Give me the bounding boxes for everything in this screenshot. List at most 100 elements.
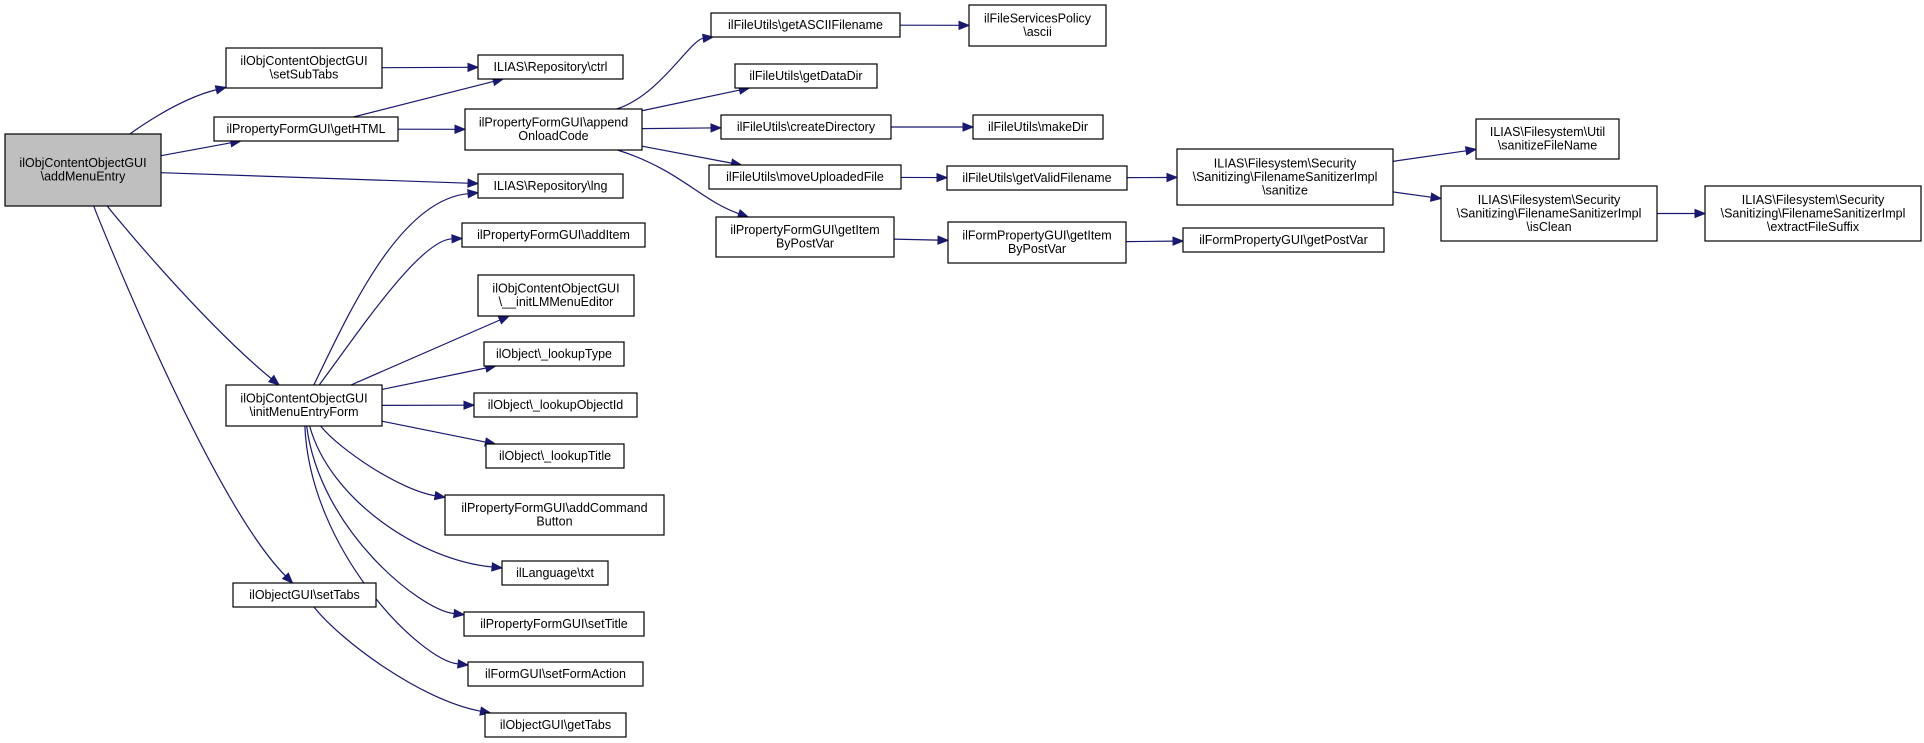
node-label-line: ilObjContentObjectGUI: [19, 156, 146, 170]
node-box: [1440, 185, 1658, 242]
node-lookupObjectId[interactable]: ilObject\_lookupObjectId: [473, 392, 638, 418]
node-label-line: ilFormPropertyGUI\getItem: [962, 229, 1111, 243]
node-lookupTitle[interactable]: ilObject\_lookupTitle: [485, 443, 625, 469]
edge-root-to-setSubTabs: [129, 85, 228, 135]
node-initMenuEntryForm[interactable]: ilObjContentObjectGUI\initMenuEntryForm: [225, 384, 383, 427]
node-label-line: \sanitize: [1262, 183, 1308, 197]
node-sanitizeFileName[interactable]: ILIAS\Filesystem\Util\sanitizeFileName: [1475, 118, 1620, 160]
node-label-line: ilObjContentObjectGUI: [492, 282, 619, 296]
node-box: [477, 173, 624, 199]
edge-arrowhead: [936, 172, 949, 183]
node-initLMMenuEditor[interactable]: ilObjContentObjectGUI\__initLMMenuEditor: [477, 274, 635, 317]
edge-line: [641, 89, 740, 112]
node-getPostVar[interactable]: ilFormPropertyGUI\getPostVar: [1182, 227, 1385, 253]
nodes-layer: ilObjContentObjectGUI\addMenuEntryilObjC…: [4, 4, 1922, 738]
node-label-line: ILIAS\Filesystem\Security: [1478, 193, 1621, 207]
node-label-line: ilPropertyFormGUI\getHTML: [226, 122, 385, 136]
edge-root-to-lng: [160, 172, 480, 188]
edge-arrowhead: [1172, 236, 1185, 246]
node-lng[interactable]: ILIAS\Repository\lng: [477, 173, 624, 199]
edge-getHTML-to-appendOnloadCode: [397, 124, 467, 135]
node-label-line: ilObjectGUI\getTabs: [500, 718, 611, 732]
node-label-line: ilFileUtils\getValidFilename: [962, 171, 1111, 185]
node-getValidFilename[interactable]: ilFileUtils\getValidFilename: [946, 165, 1128, 191]
edge-sanitize-to-isClean: [1392, 191, 1443, 202]
node-ctrl[interactable]: ILIAS\Repository\ctrl: [477, 54, 624, 80]
node-label-line: ilObject\_lookupType: [496, 347, 612, 361]
node-box: [734, 63, 878, 89]
node-addItem[interactable]: ilPropertyFormGUI\addItem: [461, 222, 646, 248]
node-isClean[interactable]: ILIAS\Filesystem\Security\Sanitizing\Fil…: [1440, 185, 1658, 242]
node-label-line: \Sanitizing\FilenameSanitizerImpl: [1193, 170, 1378, 184]
node-label-line: ilLanguage\txt: [516, 566, 594, 580]
node-label-line: ilFormPropertyGUI\getPostVar: [1199, 233, 1368, 247]
node-label-line: Button: [536, 515, 572, 529]
edge-appendOnloadCode-to-moveUploadedFile: [641, 145, 743, 168]
node-box: [708, 164, 902, 190]
node-getDataDir[interactable]: ilFileUtils\getDataDir: [734, 63, 878, 89]
edge-arrowhead: [267, 374, 281, 386]
node-makeDir[interactable]: ilFileUtils\makeDir: [972, 114, 1104, 140]
node-label-line: ilFileUtils\getASCIIFilename: [728, 18, 883, 32]
edge-line: [617, 149, 740, 215]
node-box: [484, 712, 627, 738]
edge-getASCIIFilename-to-ascii: [899, 20, 971, 31]
edge-initMenuEntryForm-to-setTitle: [306, 425, 466, 619]
node-getASCIIFilename[interactable]: ilFileUtils\getASCIIFilename: [710, 12, 901, 38]
edge-line: [893, 238, 939, 241]
node-ascii[interactable]: ilFileServicesPolicy\ascii: [968, 4, 1107, 47]
node-box: [947, 221, 1127, 264]
node-getHTML[interactable]: ilPropertyFormGUI\getHTML: [213, 116, 399, 142]
node-box: [972, 114, 1104, 140]
node-root[interactable]: ilObjContentObjectGUI\addMenuEntry: [4, 133, 162, 207]
node-setSubTabs[interactable]: ilObjContentObjectGUI\setSubTabs: [225, 47, 383, 89]
edge-arrowhead: [467, 178, 480, 188]
node-label-line: \__initLMMenuEditor: [499, 295, 614, 309]
edge-appendOnloadCode-to-createDirectory: [641, 123, 723, 133]
edges-layer: [93, 20, 1707, 716]
node-getTabs[interactable]: ilObjectGUI\getTabs: [484, 712, 627, 738]
edge-line: [381, 367, 487, 391]
edge-arrowhead: [962, 122, 975, 132]
edge-setSubTabs-to-ctrl: [381, 62, 480, 73]
node-setFormAction[interactable]: ilFormGUI\setFormAction: [467, 661, 644, 687]
node-label-line: ILIAS\Filesystem\Security: [1214, 156, 1357, 170]
node-moveUploadedFile[interactable]: ilFileUtils\moveUploadedFile: [708, 164, 902, 190]
node-box: [225, 47, 383, 89]
edge-line: [313, 606, 481, 712]
node-box: [213, 116, 399, 142]
node-txt[interactable]: ilLanguage\txt: [501, 560, 609, 586]
edge-arrowhead: [736, 209, 750, 218]
edge-arrowhead: [453, 608, 466, 619]
edge-createDirectory-to-makeDir: [891, 122, 975, 132]
node-setTitle[interactable]: ilPropertyFormGUI\setTitle: [463, 611, 645, 637]
node-label-line: ILIAS\Repository\ctrl: [494, 60, 608, 74]
node-createDirectory[interactable]: ilFileUtils\createDirectory: [720, 114, 892, 140]
edge-line: [641, 145, 732, 164]
edge-arrowhead: [958, 20, 971, 31]
node-extractFileSuffix[interactable]: ILIAS\Filesystem\Security\Sanitizing\Fil…: [1704, 185, 1922, 242]
node-lookupType[interactable]: ilObject\_lookupType: [483, 341, 625, 367]
edge-line: [350, 319, 501, 386]
node-label-line: ilPropertyFormGUI\setTitle: [480, 617, 628, 631]
node-box: [225, 384, 383, 427]
node-box: [715, 216, 895, 258]
edge-arrowhead: [1166, 172, 1179, 183]
node-label-line: ByPostVar: [776, 237, 834, 251]
edge-line: [160, 142, 232, 157]
edge-arrowhead: [451, 234, 464, 244]
node-label-line: ILIAS\Filesystem\Util: [1490, 125, 1605, 139]
edge-root-to-initMenuEntryForm: [106, 205, 281, 386]
edge-initMenuEntryForm-to-lookupTitle: [381, 420, 497, 447]
node-label-line: ilFileUtils\makeDir: [988, 120, 1088, 134]
edge-line: [313, 193, 469, 386]
node-box: [483, 341, 625, 367]
node-label-line: \initMenuEntryForm: [249, 405, 358, 419]
node-label-line: ilPropertyFormGUI\addItem: [477, 228, 630, 242]
node-sanitize[interactable]: ILIAS\Filesystem\Security\Sanitizing\Fil…: [1176, 148, 1394, 206]
node-setTabs[interactable]: ilObjectGUI\setTabs: [232, 582, 377, 608]
